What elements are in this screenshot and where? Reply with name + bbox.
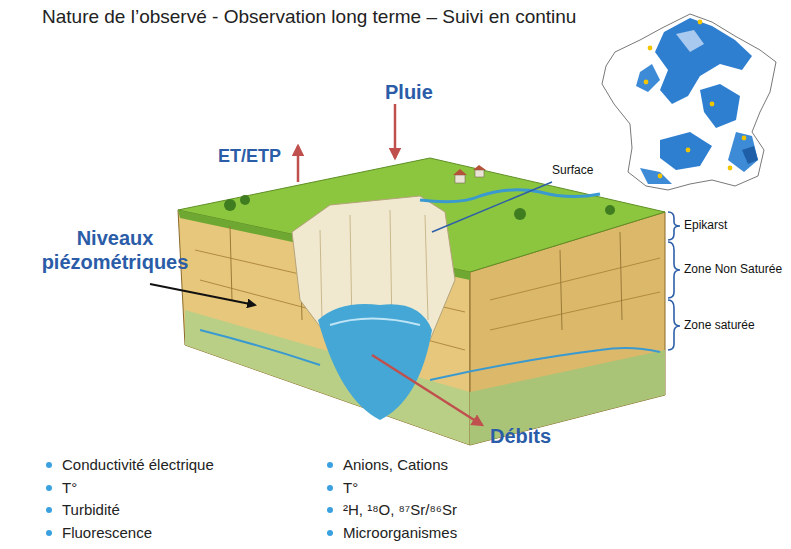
bullet-dot [46, 485, 52, 491]
flux-label: Pluie [385, 80, 433, 104]
bullet-item: T° [343, 479, 358, 497]
bullet-item: Microorganismes [343, 524, 457, 542]
et-arrow [297, 146, 300, 182]
bullet-item: Conductivité électrique [62, 456, 214, 474]
bullet-dot [327, 485, 333, 491]
karst-block [178, 158, 665, 445]
bullet-item: Anions, Cations [343, 456, 448, 474]
france-map [602, 14, 776, 190]
surface-leader [432, 182, 552, 232]
bullet-item: Turbidité [62, 501, 120, 519]
bullet-dot [46, 507, 52, 513]
zone-label: Epikarst [684, 218, 727, 232]
bullet-dot [327, 507, 333, 513]
flux-label: Niveaux piézométriques [30, 226, 200, 274]
piezo-leader [150, 284, 255, 305]
bullet-item: ²H, ¹⁸O, ⁸⁷Sr/⁸⁶Sr [343, 501, 457, 519]
title: Nature de l’observé - Observation long t… [42, 6, 576, 29]
rain-arrow [394, 104, 397, 158]
flux-label: Débits [490, 424, 551, 448]
flux-label: ET/ETP [218, 146, 281, 168]
bullet-dot [327, 462, 333, 468]
zone-label: Surface [552, 163, 593, 177]
bullet-dot [46, 462, 52, 468]
discharge-arrow [372, 355, 482, 425]
bullet-dot [327, 530, 333, 536]
bullet-item: T° [62, 479, 77, 497]
bullet-dot [46, 530, 52, 536]
zone-label: Zone Non Saturée [684, 262, 782, 276]
bullet-item: Fluorescence [62, 524, 152, 542]
zone-label: Zone saturée [684, 318, 755, 332]
zone-brace [668, 212, 680, 350]
